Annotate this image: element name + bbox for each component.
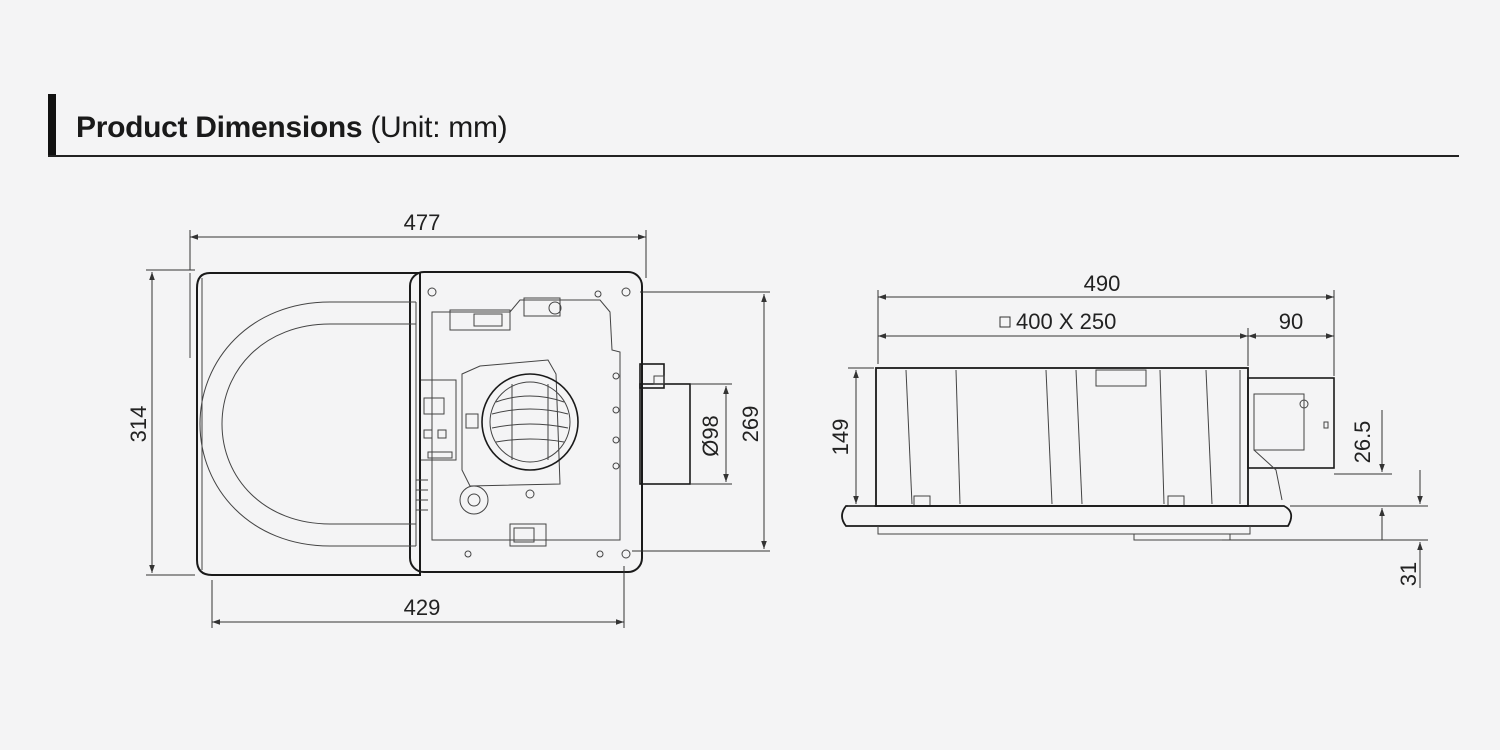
dim-label-width-overall: 477	[404, 210, 441, 235]
dim-label-duct-diameter: Ø98	[698, 415, 723, 457]
dim-label-height-overall: 314	[126, 406, 151, 443]
dim-side-height: 149	[828, 367, 874, 507]
square-symbol-icon	[999, 316, 1011, 328]
top-view: 477 314 429 269 Ø98	[126, 210, 770, 628]
title-underline	[48, 155, 1459, 157]
side-view: 490 400 X 250 90 149 26.5	[828, 271, 1428, 588]
side-grille-flange	[841, 505, 1293, 541]
title-main: Product Dimensions	[76, 111, 363, 144]
dim-label-side-height: 149	[828, 419, 853, 456]
housing-body	[409, 271, 643, 573]
dim-label-height-body: 269	[738, 406, 763, 443]
dim-label-grille-depth: 31	[1396, 562, 1421, 586]
dim-label-width-body: 429	[404, 595, 441, 620]
dim-duct-height: 26.5	[1334, 410, 1392, 540]
dim-label-duct-height: 26.5	[1350, 421, 1375, 464]
side-body	[875, 367, 1249, 507]
dim-height-overall: 314	[126, 269, 195, 576]
side-outlet	[639, 363, 691, 485]
dim-duct-offset: 90	[1248, 309, 1334, 339]
dim-height-body: 269	[632, 291, 770, 552]
dim-duct-diameter: Ø98	[690, 383, 732, 485]
dim-width-overall: 477	[189, 210, 647, 278]
title-unit: (Unit: mm)	[370, 111, 508, 144]
grille-panel	[189, 272, 428, 576]
title-accent-bar	[48, 94, 56, 156]
duct-collar	[481, 373, 579, 471]
dim-opening: 400 X 250	[878, 309, 1249, 366]
page-title: Product Dimensions (Unit: mm)	[76, 108, 508, 148]
dim-label-duct-offset: 90	[1279, 309, 1303, 334]
side-outlet-duct	[1247, 377, 1335, 501]
dim-grille-depth: 31	[1222, 470, 1428, 588]
dim-length-overall: 490	[877, 271, 1335, 376]
dim-label-opening: 400 X 250	[1016, 309, 1116, 334]
dim-width-body: 429	[211, 566, 625, 628]
dim-label-length-overall: 490	[1084, 271, 1121, 296]
